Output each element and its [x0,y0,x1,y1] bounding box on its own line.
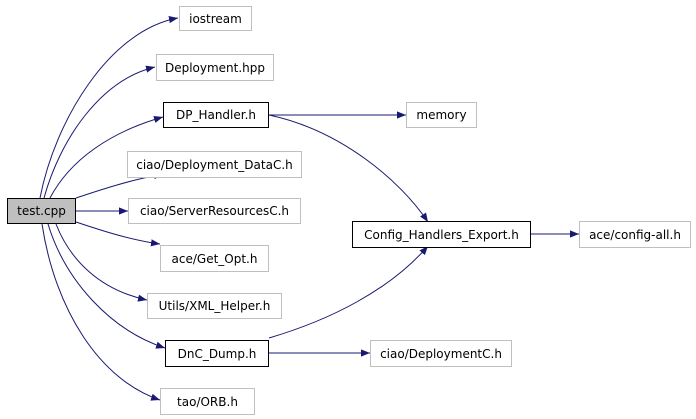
edge-test-to-orb [41,223,161,401]
node-deployment-datac: ciao/Deployment_DataC.h [127,151,302,178]
edge-test-to-dp-handler [49,115,164,199]
node-dnc-dump[interactable]: DnC_Dump.h [165,340,269,367]
edge-test-to-deployment-hpp [43,65,156,199]
node-memory: memory [406,102,477,128]
node-config-all: ace/config-all.h [579,221,691,248]
node-iostream: iostream [179,6,252,31]
node-server-resources: ciao/ServerResourcesC.h [128,198,301,224]
node-test-cpp: test.cpp [7,198,76,224]
edge-test-to-dnc-dump [47,223,166,349]
node-orb: tao/ORB.h [160,388,255,415]
edge-test-to-iostream [39,16,179,199]
node-config-handlers[interactable]: Config_Handlers_Export.h [352,221,531,248]
node-xml-helper: Utils/XML_Helper.h [147,293,282,319]
node-deploymentc: ciao/DeploymentC.h [370,340,512,367]
edge-dp-handler-to-config-handlers [268,114,429,223]
edge-test-to-xml-helper [55,223,148,302]
node-deployment-hpp: Deployment.hpp [156,54,274,81]
node-get-opt: ace/Get_Opt.h [160,245,269,272]
edge-dnc-dump-to-config-handlers [268,245,429,339]
edge-test-to-get-opt [75,221,161,247]
node-dp-handler[interactable]: DP_Handler.h [163,102,269,128]
